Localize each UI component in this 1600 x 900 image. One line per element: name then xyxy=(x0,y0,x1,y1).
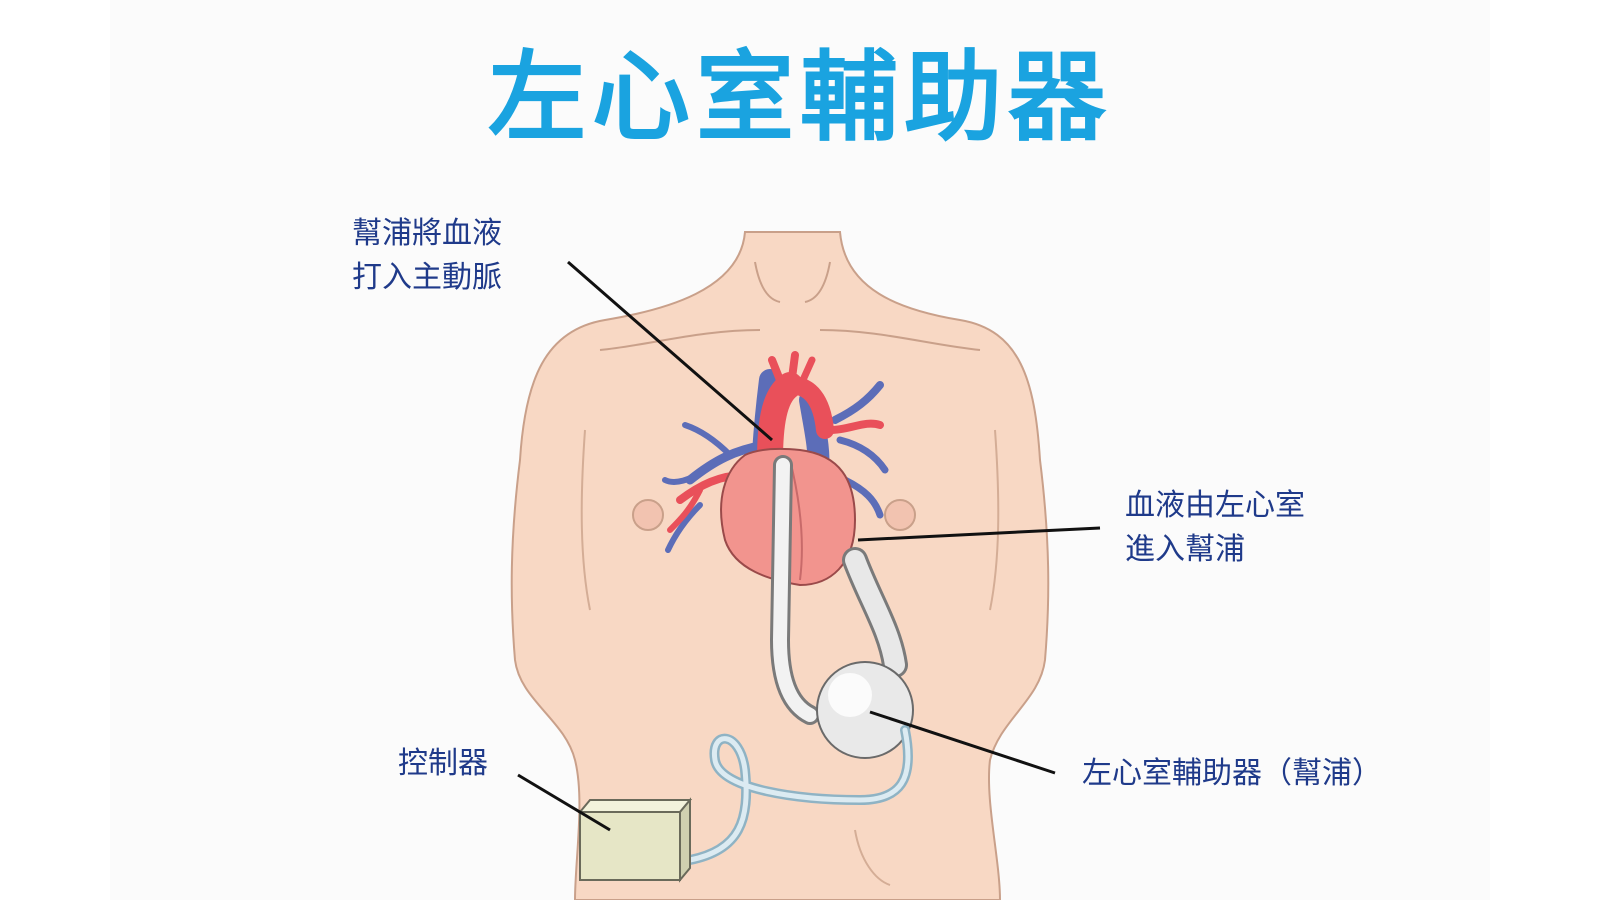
label-controller: 控制器 xyxy=(398,746,488,781)
label-aorta-line1: 幫浦將血液 xyxy=(352,216,502,251)
left-nipple xyxy=(632,499,664,531)
label-aorta: 幫浦將血液 打入主動脈 xyxy=(352,212,502,300)
label-aorta-line2: 打入主動脈 xyxy=(352,260,502,295)
controller-box xyxy=(577,797,693,883)
label-ventricle-line2: 進入幫浦 xyxy=(1125,532,1245,567)
leader-lines xyxy=(517,260,1101,832)
page-title: 左心室輔助器 xyxy=(487,41,1112,155)
label-pump: 左心室輔助器（幫浦） xyxy=(1082,756,1382,791)
label-ventricle-line1: 血液由左心室 xyxy=(1125,488,1305,523)
right-nipple xyxy=(884,499,916,531)
label-ventricle: 血液由左心室 進入幫浦 xyxy=(1125,484,1305,572)
